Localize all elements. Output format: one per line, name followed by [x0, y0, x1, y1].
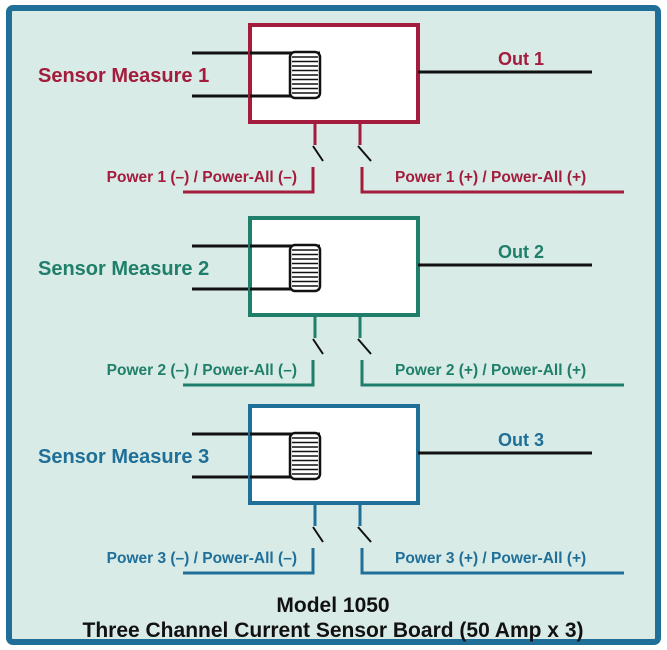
sensor-box	[248, 404, 420, 505]
coil-icon	[288, 50, 322, 100]
out-label: Out 1	[498, 49, 544, 69]
power-neg-label: Power 3 (–) / Power-All (–)	[107, 550, 297, 567]
power-neg-switch	[312, 526, 324, 543]
power-neg-label: Power 2 (–) / Power-All (–)	[107, 362, 297, 379]
sensor-label: Sensor Measure 2	[38, 258, 209, 280]
power-pos-bracket	[360, 360, 624, 387]
sensor-box	[248, 216, 420, 317]
power-pos-bracket	[360, 167, 624, 194]
power-neg-switch	[312, 338, 324, 355]
power-neg-label: Power 1 (–) / Power-All (–)	[107, 169, 297, 186]
power-pos-switch	[357, 338, 372, 355]
power-neg-bracket	[183, 548, 315, 575]
coil-icon	[288, 431, 322, 481]
diagram-frame	[6, 5, 661, 645]
power-neg-switch	[312, 145, 324, 162]
channel-1: Sensor Measure 1 Out 1 Power 1 (–) / Power…	[38, 23, 624, 194]
coil-icon	[288, 243, 322, 293]
power-neg-bracket	[183, 167, 315, 194]
power-pos-label: Power 3 (+) / Power-All (+)	[395, 550, 586, 567]
sensor-label: Sensor Measure 1	[38, 65, 209, 87]
out-label: Out 2	[498, 242, 544, 262]
channel-3: Sensor Measure 3 Out 3 Power 3 (–) / Power…	[38, 404, 624, 575]
board-description: Three Channel Current Sensor Board (50 A…	[83, 619, 584, 642]
power-pos-label: Power 1 (+) / Power-All (+)	[395, 169, 586, 186]
power-pos-label: Power 2 (+) / Power-All (+)	[395, 362, 586, 379]
channel-2: Sensor Measure 2 Out 2 Power 2 (–) / Power…	[38, 216, 624, 387]
power-pos-switch	[357, 145, 372, 162]
channels-group: Sensor Measure 1 Out 1 Power 1 (–) / Power…	[38, 23, 624, 575]
model-title: Model 1050	[276, 594, 389, 617]
sensor-box	[248, 23, 420, 124]
power-neg-bracket	[183, 360, 315, 387]
power-pos-switch	[357, 526, 372, 543]
power-pos-bracket	[360, 548, 624, 575]
out-label: Out 3	[498, 430, 544, 450]
sensor-label: Sensor Measure 3	[38, 446, 209, 468]
